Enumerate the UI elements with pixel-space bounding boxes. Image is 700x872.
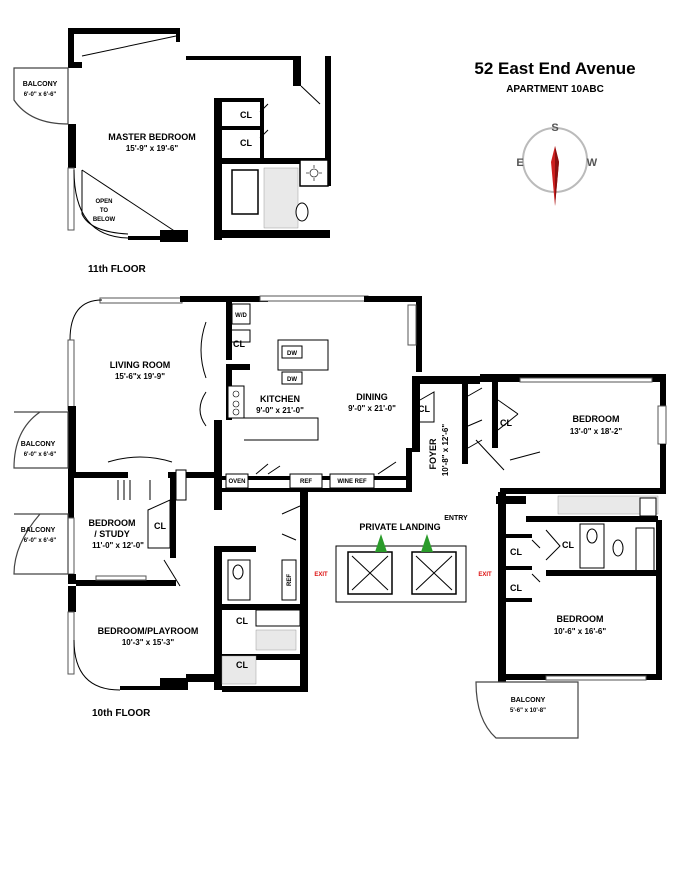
upper-balcony-dim: 6'-0" x 6'-6": [24, 92, 57, 98]
south-bedroom-closet-2: CL: [510, 583, 522, 593]
bedroom-study-name-2: / STUDY: [94, 529, 130, 539]
tree-icon: [375, 534, 433, 552]
foyer-closet-label: CL: [418, 404, 430, 414]
open-to-below-3: BELOW: [93, 217, 116, 223]
foyer-dim: 10'-8" x 12'-6": [441, 424, 450, 477]
kitchen-closet-label: CL: [233, 339, 245, 349]
bedroom-east-dim: 13'-0" x 18'-2": [570, 427, 623, 436]
south-bedroom-closet-1: CL: [510, 547, 522, 557]
bedroom-study-name-1: BEDROOM: [89, 518, 136, 528]
study-closet-label: CL: [154, 521, 166, 531]
bedroom-south-dim: 10'-6" x 16'-6": [554, 627, 607, 636]
dishwasher-label-1: DW: [287, 351, 297, 357]
upper-floor-label: 11th FLOOR: [88, 264, 147, 275]
washer-dryer-label: W/D: [235, 313, 247, 319]
living-room-name: LIVING ROOM: [110, 360, 171, 370]
light-fixture-icon: [306, 165, 322, 181]
dishwasher-label-2: DW: [287, 377, 297, 383]
oven-label: OVEN: [228, 479, 245, 485]
upper-floor-plan: BALCONY 6'-0" x 6'-6" MASTER BEDROOM 15'…: [13, 28, 331, 242]
study-balcony-name: BALCONY: [21, 527, 56, 534]
apartment-subtitle: APARTMENT 10ABC: [506, 84, 604, 95]
ref-label-2: REF: [287, 574, 293, 586]
playroom-closet-1: CL: [236, 616, 248, 626]
compass-east-label: E: [516, 157, 523, 169]
compass-south-label: S: [551, 122, 558, 134]
south-bath-closet: CL: [562, 540, 574, 550]
address-title: 52 East End Avenue: [474, 59, 635, 78]
compass-icon: S E W: [516, 122, 598, 206]
south-balcony-name: BALCONY: [511, 697, 546, 704]
foyer-name: FOYER: [428, 438, 438, 470]
bedroom-east-closet: CL: [500, 418, 512, 428]
exit-label-right: EXIT: [478, 572, 492, 578]
lower-floor-label: 10th FLOOR: [92, 708, 151, 719]
private-landing-label: PRIVATE LANDING: [359, 522, 440, 532]
study-balcony-dim: 6'-0" x 6'-6": [24, 538, 57, 544]
kitchen-name: KITCHEN: [260, 394, 300, 404]
dining-name: DINING: [356, 392, 388, 402]
kitchen-dim: 9'-0" x 21'-0": [256, 406, 304, 415]
wine-ref-label: WINE REF: [337, 479, 367, 485]
ref-label-1: REF: [300, 479, 312, 485]
bedroom-playroom-dim: 10'-3" x 15'-3": [122, 638, 175, 647]
living-room-dim: 15'-6"x 19'-9": [115, 372, 165, 381]
south-balcony-dim: 5'-6" x 10'-8": [510, 708, 546, 714]
playroom-closet-2: CL: [236, 660, 248, 670]
entry-label: ENTRY: [444, 515, 468, 522]
bedroom-south-name: BEDROOM: [557, 614, 604, 624]
compass-west-label: W: [587, 157, 598, 169]
dining-dim: 9'-0" x 21'-0": [348, 404, 396, 413]
upper-closet-2: CL: [240, 138, 252, 148]
upper-balcony-name: BALCONY: [23, 81, 58, 88]
open-to-below-1: OPEN: [95, 199, 112, 205]
open-to-below-2: TO: [100, 208, 109, 214]
bedroom-study-dim: 11'-0" x 12'-0": [92, 541, 144, 550]
exit-label-left: EXIT: [314, 572, 328, 578]
lower-floor-plan: W/D DW DW OVEN REF WINE REF LIVING ROOM …: [13, 295, 667, 739]
master-bedroom-dim: 15'-9" x 19'-6": [126, 144, 179, 153]
bedroom-playroom-name: BEDROOM/PLAYROOM: [98, 626, 199, 636]
bedroom-east-name: BEDROOM: [573, 414, 620, 424]
upper-closet-1: CL: [240, 110, 252, 120]
master-bedroom-name: MASTER BEDROOM: [108, 132, 196, 142]
living-balcony-name: BALCONY: [21, 441, 56, 448]
living-balcony-dim: 6'-0" x 6'-6": [24, 452, 57, 458]
